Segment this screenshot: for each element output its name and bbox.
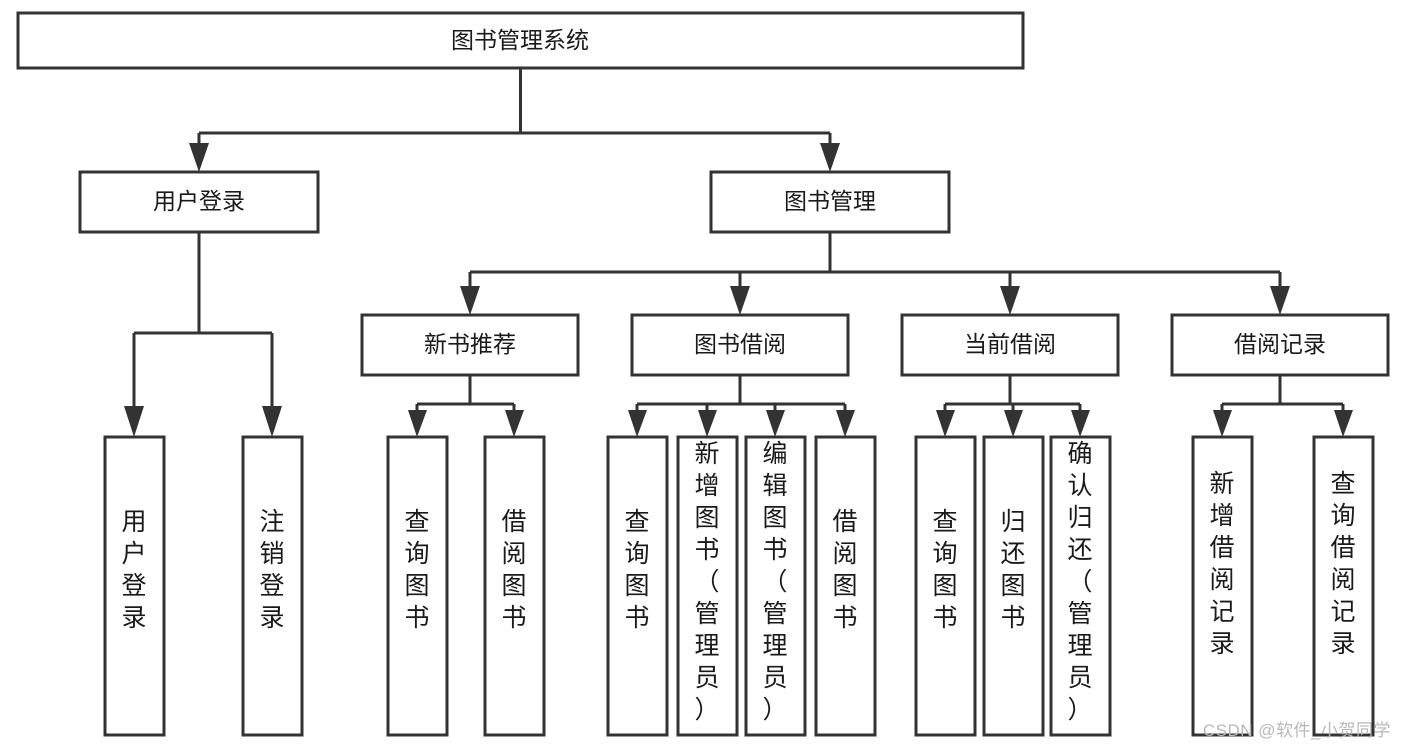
node-leaf-query-book-2-box[interactable]: [606, 435, 669, 737]
arrowhead-leaf-borrow-book-2: [836, 410, 855, 437]
node-leaf-borrow-book-1-label: 借阅图书: [501, 508, 526, 632]
arrowhead-borrow-record: [1270, 286, 1290, 315]
node-leaf-query-book-3-label: 查询图书: [932, 508, 957, 632]
node-user-login-box[interactable]: [78, 170, 320, 234]
node-root-label: 图书管理系统: [451, 27, 589, 53]
arrowhead-leaf-logout: [262, 406, 282, 437]
node-leaf-add-book-admin-box[interactable]: [676, 435, 739, 737]
node-leaf-confirm-return-admin-box[interactable]: [1049, 435, 1112, 737]
node-leaf-edit-book-admin[interactable]: 编辑图书（管理员）: [744, 435, 807, 737]
node-leaf-return-book-label: 归还图书: [1000, 508, 1025, 632]
arrowhead-leaf-return-book: [1004, 410, 1023, 437]
node-leaf-query-book-3-box[interactable]: [914, 435, 977, 737]
node-leaf-query-book-1-box[interactable]: [386, 435, 449, 737]
arrowhead-leaf-query-book-3: [936, 410, 955, 437]
connector-group-current-borrow: [936, 375, 1090, 437]
arrowhead-book-borrow: [730, 286, 750, 315]
connector-group-book-borrow: [628, 375, 855, 437]
node-leaf-borrow-book-2-box[interactable]: [814, 435, 877, 737]
node-leaf-add-borrow-record-box[interactable]: [1191, 435, 1254, 737]
node-leaf-logout[interactable]: 注销登录: [241, 435, 304, 737]
node-book-borrow-label: 图书借阅: [694, 331, 786, 357]
node-new-book-rec-label: 新书推荐: [424, 331, 516, 357]
node-leaf-borrow-book-1-box[interactable]: [483, 435, 546, 737]
node-leaf-edit-book-admin-label: 编辑图书（管理员）: [762, 440, 787, 724]
node-root[interactable]: 图书管理系统: [16, 11, 1025, 70]
connector-group-book-manage: [460, 232, 1290, 315]
node-borrow-record[interactable]: 借阅记录: [1170, 313, 1390, 377]
node-book-manage[interactable]: 图书管理: [709, 170, 951, 234]
node-leaf-query-borrow-record[interactable]: 查询借阅记录: [1312, 435, 1375, 737]
node-book-borrow[interactable]: 图书借阅: [630, 313, 850, 377]
node-leaf-logout-box[interactable]: [241, 435, 304, 737]
node-leaf-borrow-book-2[interactable]: 借阅图书: [814, 435, 877, 737]
node-book-borrow-box[interactable]: [630, 313, 850, 377]
arrowhead-leaf-add-book-admin: [698, 410, 717, 437]
connector-group-borrow-record: [1213, 375, 1353, 437]
node-borrow-record-label: 借阅记录: [1234, 331, 1326, 357]
node-leaf-borrow-book-2-label: 借阅图书: [832, 508, 857, 632]
node-borrow-record-box[interactable]: [1170, 313, 1390, 377]
node-leaf-query-borrow-record-label: 查询借阅记录: [1330, 470, 1355, 658]
node-leaf-user-login-box[interactable]: [103, 435, 166, 737]
node-book-manage-label: 图书管理: [784, 188, 876, 214]
node-leaf-return-book-box[interactable]: [982, 435, 1045, 737]
node-leaf-confirm-return-admin[interactable]: 确认归还（管理员）: [1049, 435, 1112, 737]
arrowhead-leaf-edit-book-admin: [766, 410, 785, 437]
node-leaf-return-book[interactable]: 归还图书: [982, 435, 1045, 737]
node-leaf-query-book-3[interactable]: 查询图书: [914, 435, 977, 737]
node-leaf-edit-book-admin-box[interactable]: [744, 435, 807, 737]
node-user-login[interactable]: 用户登录: [78, 170, 320, 234]
node-leaf-add-borrow-record[interactable]: 新增借阅记录: [1191, 435, 1254, 737]
arrowhead-current-borrow: [1000, 286, 1020, 315]
node-leaf-query-book-1[interactable]: 查询图书: [386, 435, 449, 737]
arrowhead-leaf-user-login: [124, 406, 144, 437]
node-new-book-rec[interactable]: 新书推荐: [360, 313, 580, 377]
node-leaf-query-borrow-record-box[interactable]: [1312, 435, 1375, 737]
arrowhead-user-login: [189, 143, 209, 172]
node-root-box[interactable]: [16, 11, 1025, 70]
node-leaf-query-book-2-label: 查询图书: [624, 508, 649, 632]
arrowhead-leaf-query-book-2: [628, 410, 647, 437]
node-current-borrow[interactable]: 当前借阅: [900, 313, 1120, 377]
arrowhead-book-manage: [820, 143, 840, 172]
node-leaf-add-borrow-record-label: 新增借阅记录: [1209, 470, 1234, 658]
connector-group-user-login: [124, 232, 282, 437]
node-leaf-query-book-2[interactable]: 查询图书: [606, 435, 669, 737]
arrowhead-new-book-rec: [460, 286, 480, 315]
node-leaf-confirm-return-admin-label: 确认归还（管理员）: [1067, 440, 1092, 724]
node-leaf-borrow-book-1[interactable]: 借阅图书: [483, 435, 546, 737]
node-new-book-rec-box[interactable]: [360, 313, 580, 377]
node-leaf-query-book-1-label: 查询图书: [404, 508, 429, 632]
node-user-login-label: 用户登录: [153, 188, 245, 214]
arrowhead-leaf-add-borrow-record: [1213, 410, 1232, 437]
connector-group-root: [189, 68, 840, 172]
node-leaf-add-book-admin-label: 新增图书（管理员）: [694, 440, 719, 724]
arrowhead-leaf-borrow-book-1: [505, 410, 524, 437]
node-current-borrow-label: 当前借阅: [964, 331, 1056, 357]
arrowhead-leaf-query-book-1: [408, 410, 427, 437]
node-leaf-logout-label: 注销登录: [259, 508, 284, 632]
node-leaf-user-login-label: 用户登录: [121, 508, 146, 632]
node-leaf-user-login[interactable]: 用户登录: [103, 435, 166, 737]
node-current-borrow-box[interactable]: [900, 313, 1120, 377]
arrowhead-leaf-confirm-return-admin: [1071, 410, 1090, 437]
connector-group-new-book-rec: [408, 375, 524, 437]
arrowhead-leaf-query-borrow-record: [1334, 410, 1353, 437]
node-book-manage-box[interactable]: [709, 170, 951, 234]
node-leaf-add-book-admin[interactable]: 新增图书（管理员）: [676, 435, 739, 737]
